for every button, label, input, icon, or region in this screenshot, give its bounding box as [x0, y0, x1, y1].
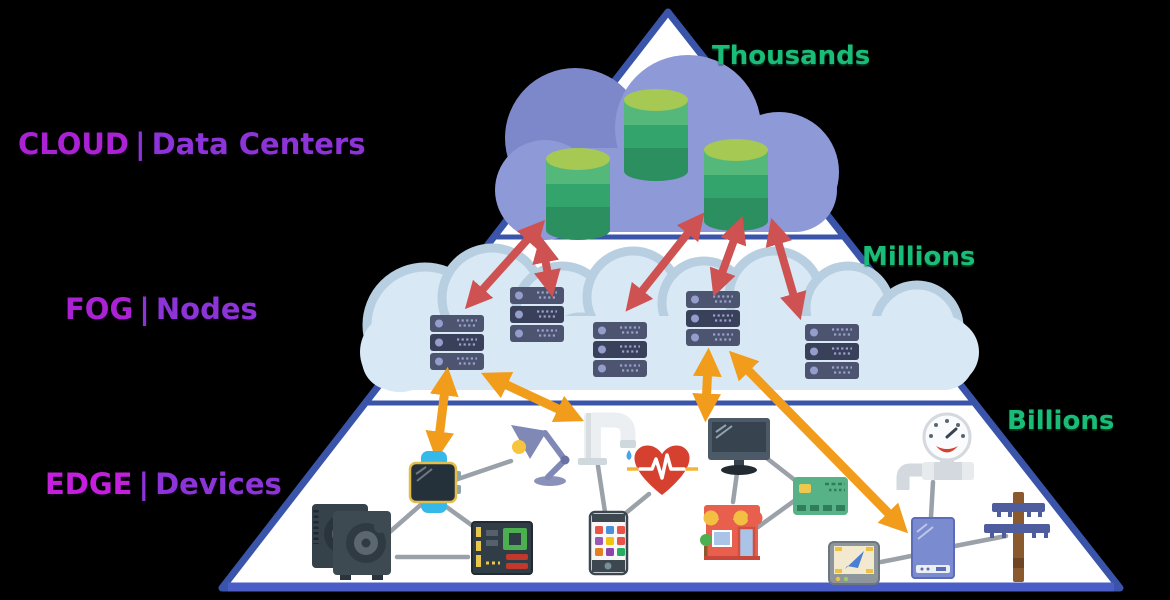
database-icon: [704, 139, 768, 231]
cloud-fog-arrows: [464, 212, 807, 321]
cloud-tier-text: Data Centers: [151, 127, 366, 161]
fog-scale-label: Millions: [862, 242, 976, 272]
fog-edge-arrows: [425, 347, 909, 534]
hard-drive-icon: [312, 504, 391, 580]
smartphone-icon: [588, 510, 629, 576]
cloud-tier-keyword: CLOUD: [18, 127, 130, 161]
water-meter-icon: [896, 412, 974, 490]
utility-pole-icon: [984, 492, 1050, 582]
server-rack-icon: [803, 322, 861, 381]
desk-lamp-icon: [511, 425, 570, 486]
edge-tier-keyword: EDGE: [45, 467, 133, 501]
cloud-tier-label: CLOUD|Data Centers: [18, 127, 365, 161]
circuit-board-icon: [471, 521, 533, 575]
smartwatch-icon: [408, 451, 461, 513]
credit-card-icon: [793, 477, 848, 515]
monitor-icon: [708, 418, 770, 475]
server-rack-icon: [684, 289, 742, 348]
gps-navigator-icon: [828, 541, 880, 585]
fog-tier-separator: |: [139, 292, 150, 326]
fog-tier-label: FOG|Nodes: [65, 292, 258, 326]
store-icon: [700, 505, 763, 560]
edge-scale-label: Billions: [1007, 406, 1115, 436]
edge-tier-text: Devices: [155, 467, 282, 501]
heart-monitor-icon: [627, 445, 698, 495]
server-rack-icon: [428, 313, 486, 372]
edge-tier-separator: |: [138, 467, 150, 501]
faucet-icon: [578, 412, 636, 465]
edge-tier-label: EDGE|Devices: [45, 467, 282, 501]
fog-tier-text: Nodes: [155, 292, 258, 326]
server-rack-icon: [508, 285, 566, 344]
smart-meter-icon: [911, 517, 955, 579]
fog-tier-keyword: FOG: [65, 292, 134, 326]
database-icon: [546, 148, 610, 240]
server-rack-icon: [591, 320, 649, 379]
cloud-scale-label: Thousands: [712, 41, 871, 71]
database-icon: [624, 89, 688, 181]
cloud-tier-separator: |: [135, 127, 146, 161]
